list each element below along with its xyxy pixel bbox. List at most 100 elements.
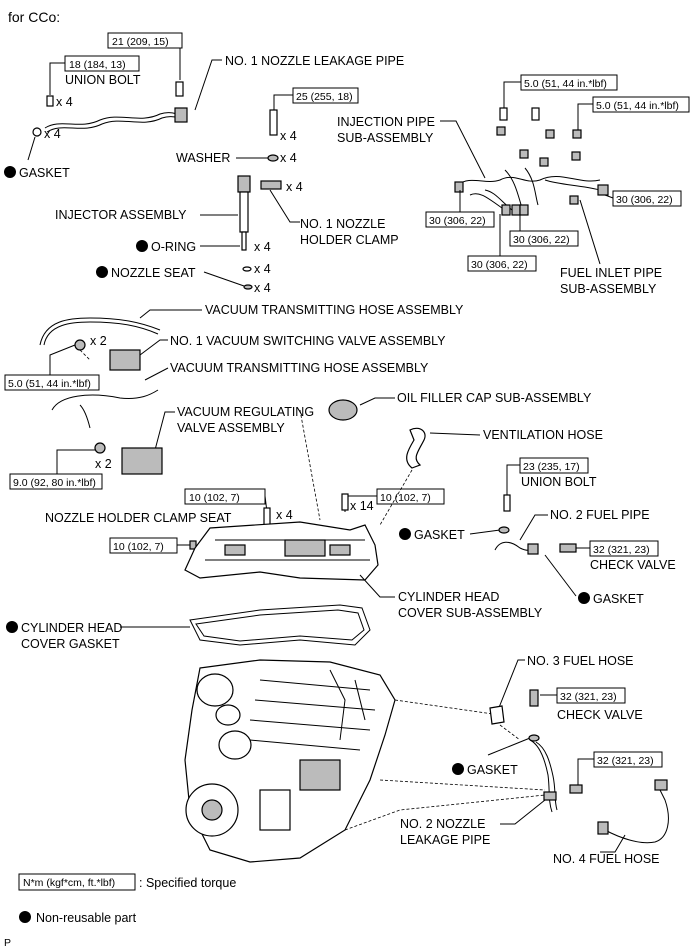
no2-nozzle-leakage-pipe-label-1: NO. 2 NOZZLE <box>400 817 485 831</box>
bolt-part <box>94 442 106 454</box>
check-valve-part <box>529 689 539 707</box>
legend-nonreusable-text: Non-reusable part <box>36 911 137 925</box>
leader-line <box>500 799 546 825</box>
leader-line <box>577 103 593 130</box>
vacuum-hose-1-drawing <box>43 321 159 346</box>
no1-nozzle-holder-clamp-label-1: NO. 1 NOZZLE <box>300 217 385 231</box>
oil-filler-cap-label: OIL FILLER CAP SUB-ASSEMBLY <box>397 391 592 405</box>
torque-box-10-b: 10 (102, 7) <box>376 488 445 505</box>
torque-value: 30 (306, 22) <box>471 259 528 271</box>
gasket-part <box>528 734 540 742</box>
assembly-dash <box>379 779 546 791</box>
torque-value: 21 (209, 15) <box>112 36 169 48</box>
torque-box-5-b: 5.0 (51, 44 in.*lbf) <box>592 96 690 113</box>
no1-nozzle-holder-clamp-label-2: HOLDER CLAMP <box>300 233 399 247</box>
no2-fuel-pipe-label: NO. 2 FUEL PIPE <box>550 508 650 522</box>
no3-fuel-hose-part <box>489 705 505 725</box>
bolt-part <box>341 493 349 511</box>
nonreusable-mark <box>399 528 411 540</box>
torque-value: 5.0 (51, 44 in.*lbf) <box>8 378 91 390</box>
torque-value: 5.0 (51, 44 in.*lbf) <box>596 100 679 112</box>
torque-value: 23 (235, 17) <box>523 461 580 473</box>
torque-value: 30 (306, 22) <box>616 194 673 206</box>
torque-box-25: 25 (255, 18) <box>292 87 359 104</box>
bolt-part <box>269 109 278 136</box>
torque-value: 5.0 (51, 44 in.*lbf) <box>524 78 607 90</box>
torque-value: 25 (255, 18) <box>296 91 353 103</box>
torque-box-32-a: 32 (321, 23) <box>589 540 659 557</box>
pipe-fitting <box>174 107 188 123</box>
no3-fuel-hose-label: NO. 3 FUEL HOSE <box>527 654 634 668</box>
union-bolt-2-label: UNION BOLT <box>521 475 597 489</box>
leader-line <box>497 659 525 711</box>
leader-line <box>154 411 175 451</box>
count-x4: x 4 <box>280 151 297 165</box>
leader-line <box>194 59 222 111</box>
gasket-part <box>32 127 42 137</box>
assembly-dash <box>79 349 91 361</box>
footer-code: P <box>4 937 11 949</box>
no2-nozzle-leakage-pipe-label-2: LEAKAGE PIPE <box>400 833 490 847</box>
vrv-part <box>121 447 163 475</box>
leader-line <box>487 737 531 756</box>
vacuum-transmitting-hose-label-1: VACUUM TRANSMITTING HOSE ASSEMBLY <box>205 303 464 317</box>
oil-filler-cap-part <box>328 399 358 421</box>
torque-value: 10 (102, 7) <box>113 541 164 553</box>
cyl-head-gasket-drawing <box>189 604 371 646</box>
leader-line <box>49 344 76 375</box>
torque-box-9: 9.0 (92, 80 in.*lbf) <box>9 473 103 490</box>
torque-box-30-d: 30 (306, 22) <box>467 255 537 272</box>
torque-box-30-b: 30 (306, 22) <box>612 190 682 207</box>
torque-box-32-b: 32 (321, 23) <box>556 687 626 704</box>
count-x4: x 4 <box>44 127 61 141</box>
torque-box-23: 23 (235, 17) <box>519 457 589 474</box>
cyl-head-gasket-label-2: COVER GASKET <box>21 637 120 651</box>
torque-value: 30 (306, 22) <box>429 215 486 227</box>
leader-line <box>269 189 300 223</box>
cylinder-head-cover-drawing <box>184 521 379 581</box>
washer-part <box>267 154 279 162</box>
nonreusable-mark <box>452 763 464 775</box>
vacuum-hose-2-drawing <box>79 404 91 429</box>
no2-nozzle-leakage-pipe-drawing <box>529 739 553 813</box>
leader-line <box>139 339 168 356</box>
injector-assembly-label: INJECTOR ASSEMBLY <box>55 208 187 222</box>
torque-value: 32 (321, 23) <box>560 691 617 703</box>
no2-nozzle-leakage-pipe-drawing <box>535 741 558 811</box>
leader-line <box>503 81 521 108</box>
pipe-fitting <box>543 791 557 801</box>
vsv-label: NO. 1 VACUUM SWITCHING VALVE ASSEMBLY <box>170 334 446 348</box>
ventilation-hose-label: VENTILATION HOSE <box>483 428 603 442</box>
leader-line <box>144 367 169 381</box>
leader-line <box>604 194 614 199</box>
header-title: for CCo: <box>8 9 60 25</box>
torque-value: 18 (184, 13) <box>69 59 126 71</box>
gasket-part <box>498 526 510 534</box>
count-x4: x 4 <box>286 180 303 194</box>
gasket-4-label: GASKET <box>467 763 518 777</box>
leader-line <box>273 94 293 110</box>
torque-value: 32 (321, 23) <box>597 755 654 767</box>
leader-line <box>359 574 395 598</box>
nonreusable-mark <box>6 621 18 633</box>
injector-assembly-drawing <box>237 175 251 251</box>
injection-pipe-label-1: INJECTION PIPE <box>337 115 435 129</box>
pipe-fitting <box>527 543 539 555</box>
o-ring-part <box>242 266 252 272</box>
legend-torque: N*m (kgf*cm, ft.*lbf) : Specified torque <box>18 873 236 891</box>
washer-label: WASHER <box>176 151 230 165</box>
leader-line <box>139 309 202 319</box>
leader-line <box>145 47 181 80</box>
injection-pipe-label-2: SUB-ASSEMBLY <box>337 131 434 145</box>
assembly-dash <box>299 409 321 521</box>
injection-pipe-drawing <box>454 107 609 216</box>
assembly-dash <box>394 699 501 716</box>
count-x2: x 2 <box>95 457 112 471</box>
cylinder-head-cover-label-2: COVER SUB-ASSEMBLY <box>398 606 543 620</box>
leader-line <box>49 62 65 95</box>
nonreusable-mark <box>578 592 590 604</box>
torque-box-10-a: 10 (102, 7) <box>184 488 266 505</box>
leader-line <box>506 464 520 495</box>
ventilation-hose-part <box>406 427 426 469</box>
bolt-part <box>189 540 197 550</box>
